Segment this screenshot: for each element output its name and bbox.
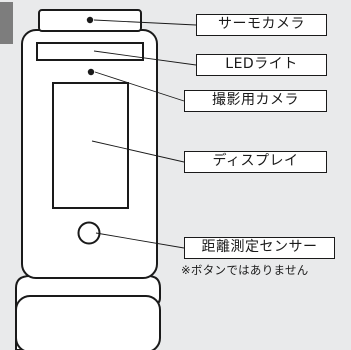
thermal-camera-lens	[86, 16, 94, 24]
leader-sensor	[95, 232, 185, 249]
stand-base-front	[15, 295, 161, 350]
led-light-bar	[36, 42, 144, 61]
label-distance-sensor: 距離測定センサー	[184, 237, 335, 259]
leader-led	[93, 50, 197, 66]
label-led-light: LEDライト	[196, 54, 327, 76]
not-a-button-note: ※ボタンではありません	[181, 263, 309, 277]
display-screen	[52, 82, 129, 209]
distance-sensor	[77, 221, 101, 245]
leader-lines	[91, 19, 197, 249]
label-shooting-camera: 撮影用カメラ	[184, 90, 327, 112]
label-thermo-camera: サーモカメラ	[196, 14, 327, 36]
leader-display	[91, 140, 185, 163]
label-display: ディスプレイ	[184, 151, 327, 173]
shooting-camera-lens	[87, 68, 95, 76]
leader-thermo	[93, 19, 197, 26]
leader-camera	[94, 71, 185, 102]
edge-tab	[0, 2, 13, 44]
